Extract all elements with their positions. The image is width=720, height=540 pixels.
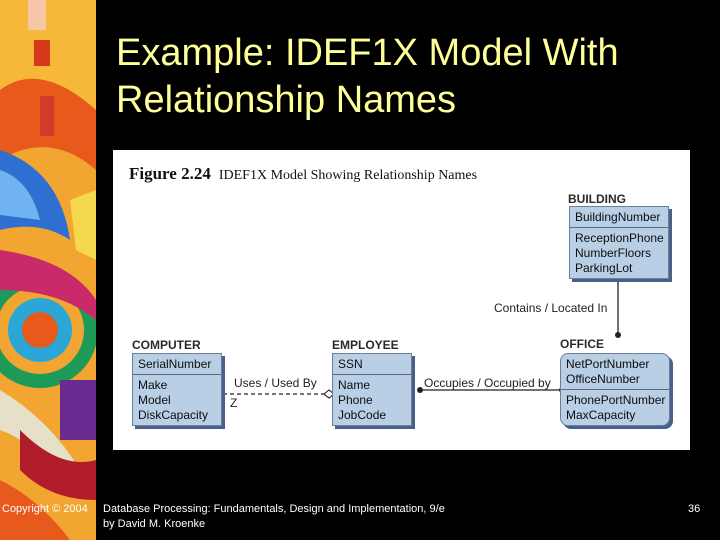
computer-entity-name: COMPUTER [132,338,201,352]
computer-attribute: Make [138,378,168,392]
figure-caption-text: IDEF1X Model Showing Relationship Names [218,168,478,183]
building-attribute-area: ReceptionPhone NumberFloors ParkingLot [570,228,668,278]
figure-panel: Figure 2.24 IDEF1X Model Showing Relatio… [113,150,690,450]
employee-entity-name: EMPLOYEE [332,338,399,352]
computer-attribute: DiskCapacity [138,408,209,422]
office-entity-name: OFFICE [560,337,604,351]
decorative-art-strip [0,0,96,540]
book-author-text: by David M. Kroenke [103,518,206,530]
office-attribute: PhonePortNumber [566,393,666,407]
building-key-attribute: BuildingNumber [575,210,661,224]
building-attribute: NumberFloors [575,246,652,260]
office-entity: NetPortNumber OfficeNumber PhonePortNumb… [560,353,670,426]
figure-number: Figure 2.24 [129,164,211,183]
employee-attribute: Phone [338,393,373,407]
office-key-attribute: NetPortNumber [566,357,650,371]
slide-title-line-1: Example: IDEF1X Model With [116,32,619,74]
employee-key-area: SSN [333,354,411,375]
office-attribute: MaxCapacity [566,408,636,422]
book-title-text: Database Processing: Fundamentals, Desig… [103,503,445,515]
building-attribute: ParkingLot [575,261,633,275]
computer-key-attribute: SerialNumber [138,357,212,371]
office-attribute-area: PhonePortNumber MaxCapacity [561,390,669,425]
employee-attribute: JobCode [338,408,387,422]
slide-title-line-2: Relationship Names [116,79,457,121]
building-entity-name: BUILDING [568,192,626,206]
computer-attribute-area: Make Model DiskCapacity [133,375,221,425]
occupies-relationship-start-dot [417,387,423,393]
figure-caption: Figure 2.24 IDEF1X Model Showing Relatio… [129,164,477,184]
contains-relationship-label: Contains / Located In [494,301,608,315]
slide-title: Example: IDEF1X Model With Relationship … [116,30,706,124]
office-key-area: NetPortNumber OfficeNumber [561,354,669,390]
contains-relationship-end-dot [615,332,621,338]
computer-entity: SerialNumber Make Model DiskCapacity [132,353,222,426]
building-attribute: ReceptionPhone [575,231,664,245]
uses-cardinality-label: Z [230,396,238,410]
computer-attribute: Model [138,393,171,407]
employee-key-attribute: SSN [338,357,363,371]
page-number: 36 [688,503,701,515]
building-key-area: BuildingNumber [570,207,668,228]
employee-attribute-area: Name Phone JobCode [333,375,411,425]
uses-relationship-label: Uses / Used By [234,376,317,390]
copyright-text: Copyright © 2004 [2,503,88,515]
employee-entity: SSN Name Phone JobCode [332,353,412,426]
occupies-relationship-label: Occupies / Occupied by [424,376,551,390]
office-key-attribute: OfficeNumber [566,372,640,386]
building-entity: BuildingNumber ReceptionPhone NumberFloo… [569,206,669,279]
relationship-lines [223,280,621,399]
computer-key-area: SerialNumber [133,354,221,375]
employee-attribute: Name [338,378,371,392]
